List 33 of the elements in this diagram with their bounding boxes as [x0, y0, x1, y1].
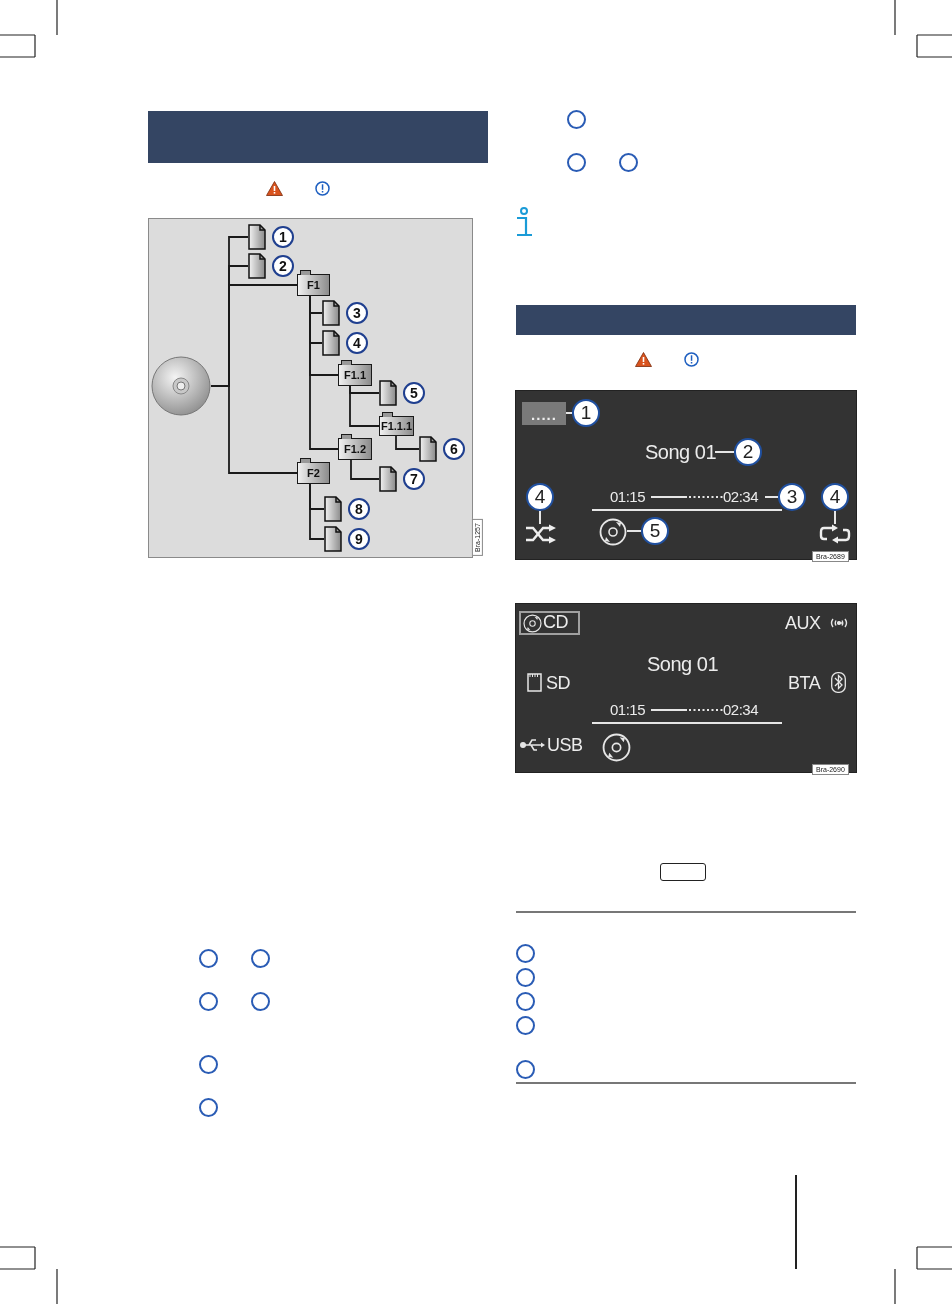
leader-line — [539, 510, 541, 525]
source-label: AUX — [785, 613, 821, 635]
placeholder-field: ..... — [522, 402, 566, 425]
time-label: 02:34 — [723, 701, 759, 719]
file-icon — [324, 526, 342, 552]
leader-line — [565, 412, 573, 414]
source-label: SD — [546, 673, 570, 695]
time-label: 02:34 — [723, 488, 760, 506]
file-icon — [322, 330, 340, 356]
time-label: 01:15 — [610, 488, 646, 506]
tree-connector — [210, 385, 298, 474]
track-title: Song 01 — [645, 440, 715, 464]
source-label: BTA — [788, 673, 821, 695]
tree-connector — [309, 483, 325, 540]
file-icon — [248, 253, 266, 279]
leader-line — [714, 451, 735, 453]
time-label: 01:15 — [610, 701, 646, 719]
tree-connector — [395, 435, 420, 450]
file-icon — [379, 466, 397, 492]
source-label: USB — [547, 735, 583, 757]
tree-connector — [309, 295, 339, 450]
source-label: CD — [543, 612, 568, 634]
file-icon — [322, 300, 340, 326]
file-icon — [379, 380, 397, 406]
leader-line — [834, 510, 836, 525]
file-icon — [324, 496, 342, 522]
file-icon — [419, 436, 437, 462]
leader-line — [764, 496, 779, 498]
leader-line — [626, 530, 642, 532]
track-title: Song 01 — [647, 652, 718, 676]
file-icon — [248, 224, 266, 250]
tree-connector — [350, 459, 380, 480]
tree-connector — [349, 385, 380, 427]
